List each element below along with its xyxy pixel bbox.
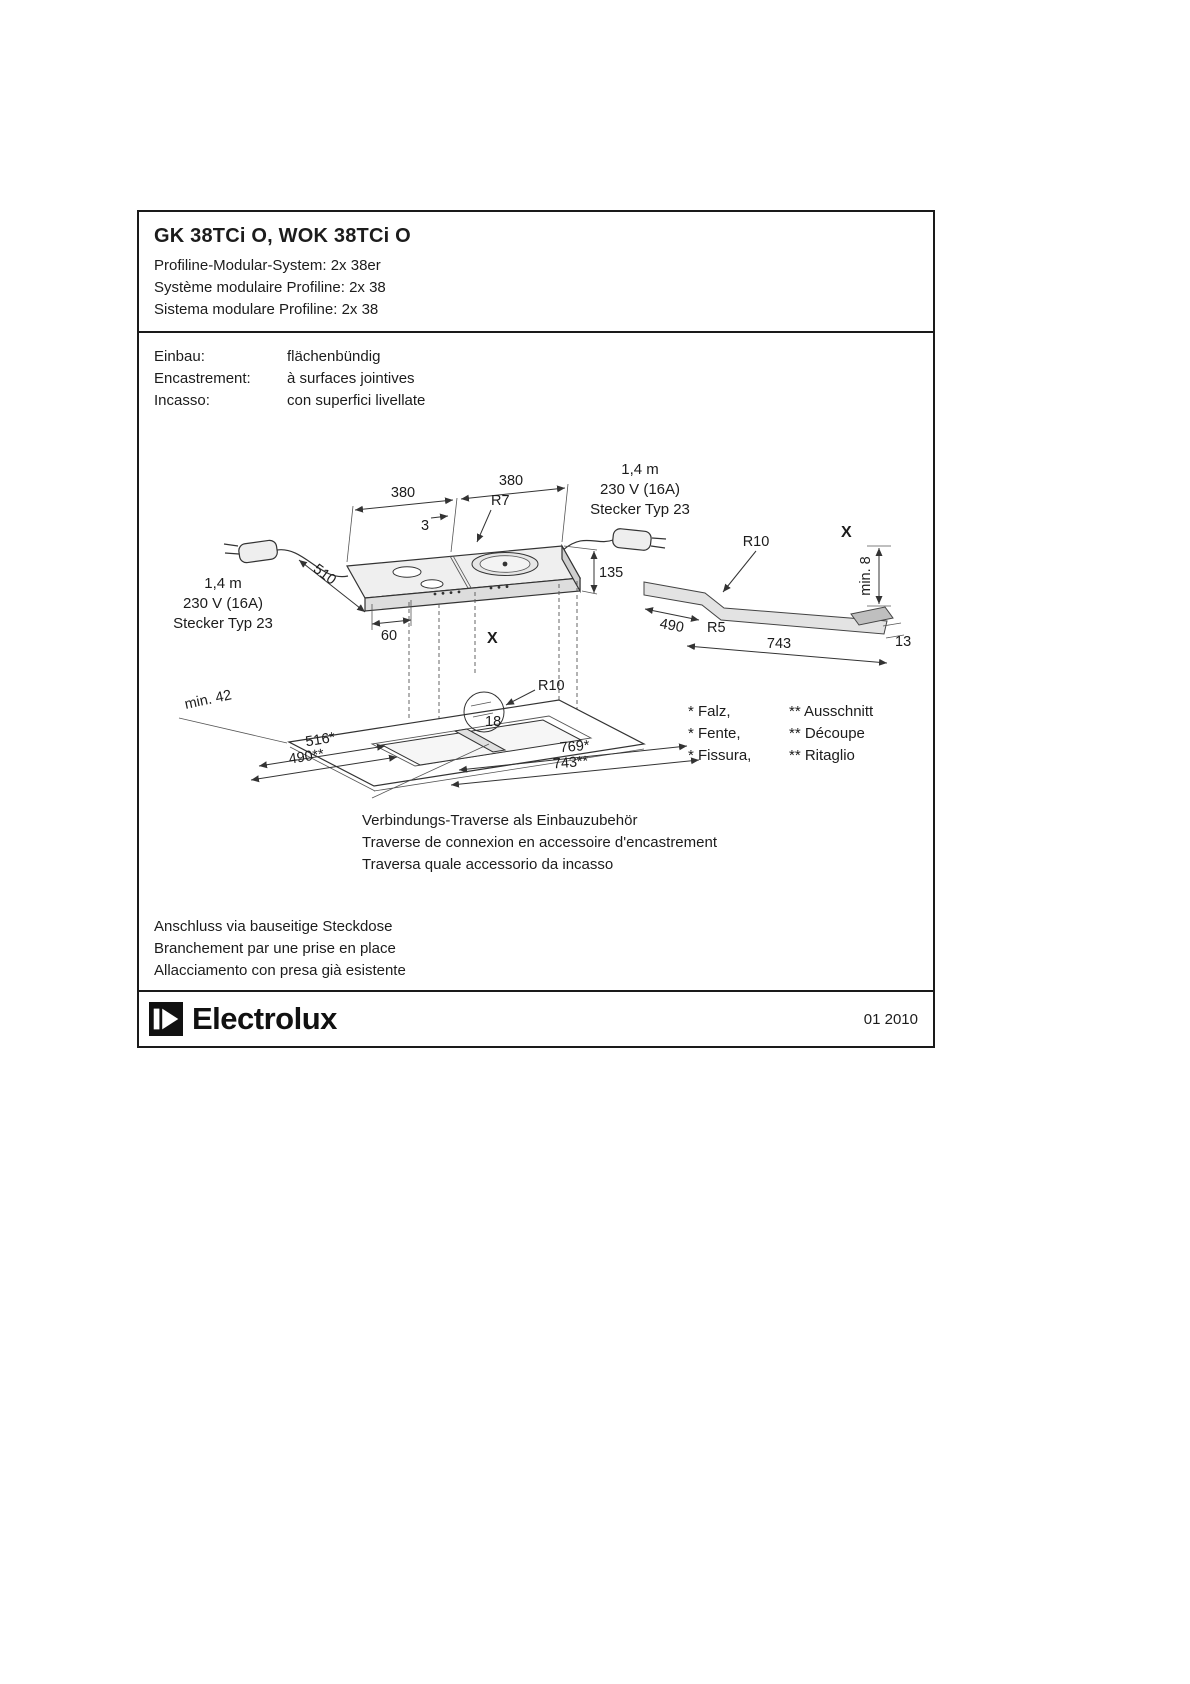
dim-height: 135: [599, 565, 623, 581]
burner-small-1: [392, 566, 422, 578]
profile-radius-top: R10: [743, 534, 770, 550]
top-dimensions: 380 380 3 R7: [346, 473, 569, 563]
subtitle-it: Sistema modulare Profiline: 2x 38: [154, 301, 379, 318]
profile-min-depth: min. 8: [858, 556, 874, 596]
legend-decoupe: ** Découpe: [789, 725, 865, 742]
worktop-cutout: 18 R10: [287, 678, 646, 792]
profile-strip: [643, 581, 888, 635]
profile-length: 743: [767, 636, 791, 652]
brand-logo: Electrolux: [149, 1001, 337, 1037]
left-cable-plug: Stecker Typ 23: [173, 615, 273, 632]
spec-sheet-frame: GK 38TCi O, WOK 38TCi O Profiline-Modula…: [137, 210, 935, 1048]
subtitle-fr: Système modulaire Profiline: 2x 38: [154, 279, 386, 296]
profile-thickness: 13: [895, 634, 911, 650]
legend-fissura: * Fissura,: [688, 747, 751, 764]
body: Einbau: flächenbündig Encastrement: à su…: [139, 333, 933, 990]
right-cable-spec: 1,4 m 230 V (16A) Stecker Typ 23: [590, 461, 690, 518]
dim-width-right: 380: [499, 473, 523, 489]
dim-min-front: min. 42: [183, 687, 233, 713]
module-gap-line: [452, 555, 472, 588]
right-cable-plug: Stecker Typ 23: [590, 501, 690, 518]
profile-width: 490: [658, 616, 685, 636]
install-type-table: Einbau: flächenbündig Encastrement: à su…: [139, 333, 933, 412]
traverse-pointer-line: [371, 743, 490, 799]
subtitle-de: Profiline-Modular-System: 2x 38er: [154, 257, 381, 274]
connection-note-de: Anschluss via bauseitige Steckdose: [154, 918, 393, 935]
cooktop-modules: [346, 543, 581, 612]
dim-falz-width: 516*: [304, 730, 336, 751]
traverse-note-fr: Traverse de connexion en accessoire d'en…: [362, 834, 717, 851]
footer: Electrolux 01 2010: [139, 990, 933, 1046]
cooktop-right-face: [561, 543, 581, 594]
install-label-de: Einbau:: [154, 348, 205, 365]
right-cable-power: 230 V (16A): [600, 481, 680, 498]
dim-cutout-radius: R10: [538, 678, 565, 694]
legend-ausschnitt: ** Ausschnitt: [789, 703, 874, 720]
dim-gap: 3: [421, 518, 429, 534]
page-title: GK 38TCi O, WOK 38TCi O: [154, 225, 411, 247]
connection-note-fr: Branchement par une prise en place: [154, 940, 396, 957]
header: GK 38TCi O, WOK 38TCi O Profiline-Modula…: [139, 212, 933, 333]
dim-offset: 60: [381, 628, 397, 644]
left-cable-length: 1,4 m: [204, 575, 242, 592]
traverse-note-it: Traversa quale accessorio da incasso: [362, 856, 614, 873]
diagram-svg: 1,4 m 230 V (16A) Stecker Typ 23 1,4 m 2…: [173, 461, 911, 799]
section-mark-x: X: [487, 630, 498, 647]
control-dots: [433, 585, 509, 596]
detail-circle: [463, 691, 505, 733]
right-cable-length: 1,4 m: [621, 461, 659, 478]
dim-corner-radius: R7: [491, 493, 510, 509]
profile-section-mark: X: [841, 524, 852, 541]
dim-cutout-length: 743**: [552, 753, 589, 772]
electrolux-logo-icon: [149, 1002, 183, 1036]
dim-cutout-width: 490**: [288, 746, 326, 767]
install-value-de: flächenbündig: [287, 348, 381, 365]
module-gap-line: [449, 555, 469, 589]
left-cable-power: 230 V (16A): [183, 595, 263, 612]
brand-wordmark: Electrolux: [192, 1001, 337, 1036]
profile-end-lip: [850, 606, 894, 626]
install-value-fr: à surfaces jointives: [287, 370, 415, 387]
install-value-it: con superfici livellate: [287, 392, 426, 409]
legend-ritaglio: ** Ritaglio: [789, 747, 855, 764]
install-label-fr: Encastrement:: [154, 370, 251, 387]
profile-radius-bottom: R5: [707, 620, 726, 636]
wok-center: [502, 561, 508, 567]
connection-note-it: Allacciamento con presa già esistente: [154, 962, 406, 979]
install-label-it: Incasso:: [154, 392, 210, 409]
installation-diagram: 1,4 m 230 V (16A) Stecker Typ 23 1,4 m 2…: [139, 454, 933, 804]
edge-profile-section: R10 X min. 8 490 R5 743 13: [643, 524, 911, 666]
dim-detail: 18: [485, 714, 501, 730]
worktop-dimensions: min. 42 516* 490** 769* 743**: [178, 687, 700, 788]
connection-note: Anschluss via bauseitige Steckdose Branc…: [154, 916, 933, 982]
legend-falz: * Falz,: [688, 703, 731, 720]
dim-falz-length: 769*: [559, 738, 590, 757]
issue-date: 01 2010: [863, 1010, 918, 1028]
dim-width-left: 380: [391, 485, 415, 501]
left-cable-spec: 1,4 m 230 V (16A) Stecker Typ 23: [173, 575, 273, 632]
burner-small-2: [420, 579, 444, 589]
legend-fente: * Fente,: [688, 725, 741, 742]
legend: * Falz, ** Ausschnitt * Fente, ** Découp…: [688, 703, 874, 764]
traverse-note-de: Verbindungs-Traverse als Einbauzubehör: [362, 812, 638, 829]
falz-outline: [370, 715, 593, 767]
traverse-note: Verbindungs-Traverse als Einbauzubehör T…: [362, 810, 933, 876]
right-cord: [562, 539, 614, 551]
